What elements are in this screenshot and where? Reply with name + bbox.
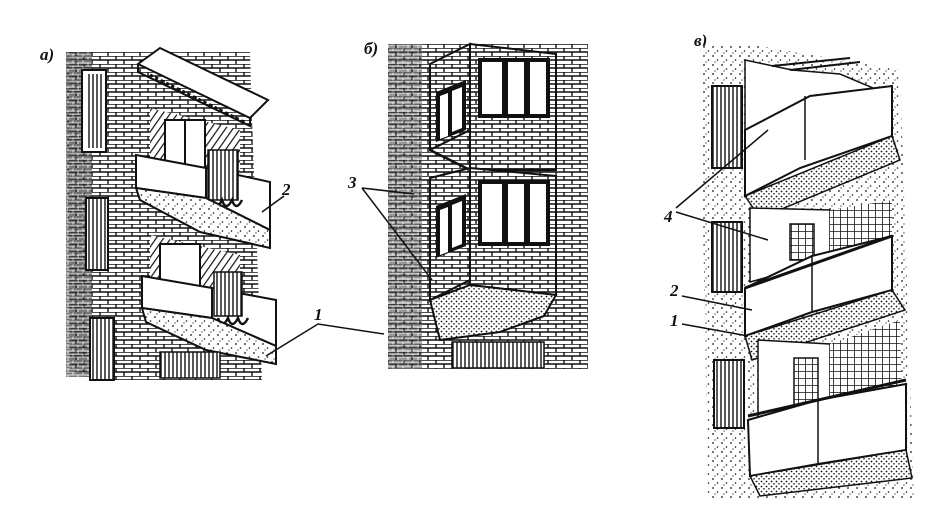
- panel-a-leader-1: [265, 323, 385, 357]
- panel-a-callout-1: 1: [314, 305, 323, 324]
- panel-c-window-2: [711, 221, 743, 293]
- panel-a-window-mid: [85, 197, 109, 271]
- panel-a-leader-2: [261, 195, 285, 213]
- panel-c: в) 4 2 1: [663, 31, 914, 500]
- panel-b-callout-3: 3: [347, 173, 357, 192]
- panel-c-leader-1: [681, 323, 749, 337]
- panel-a-slab-upper: [134, 186, 271, 250]
- panel-b: б) 3: [347, 39, 588, 369]
- panel-c-window-1: [711, 85, 743, 169]
- panel-a: а) 2: [40, 45, 385, 381]
- panel-a-callout-2: 2: [281, 180, 291, 199]
- panel-c-leader-4a: [675, 129, 769, 209]
- panel-c-callout-4: 4: [663, 207, 673, 226]
- panel-b-leader-3a: [361, 187, 433, 281]
- panel-b-slab: [428, 283, 558, 342]
- panel-b-label: б): [364, 39, 378, 58]
- panel-a-slab-lower: [140, 306, 277, 366]
- panel-c-callout-1: 1: [670, 311, 679, 330]
- panel-a-window-low: [89, 317, 115, 381]
- panel-a-label: а): [40, 45, 54, 64]
- panel-c-leader-2: [681, 295, 753, 311]
- panel-c-leader-4b: [675, 211, 769, 241]
- panel-c-label: в): [694, 31, 707, 50]
- panel-c-callout-2: 2: [669, 281, 679, 300]
- panel-b-leader-3b: [361, 187, 415, 195]
- panel-c-window-3: [713, 359, 745, 429]
- panel-a-canopy: [136, 46, 270, 120]
